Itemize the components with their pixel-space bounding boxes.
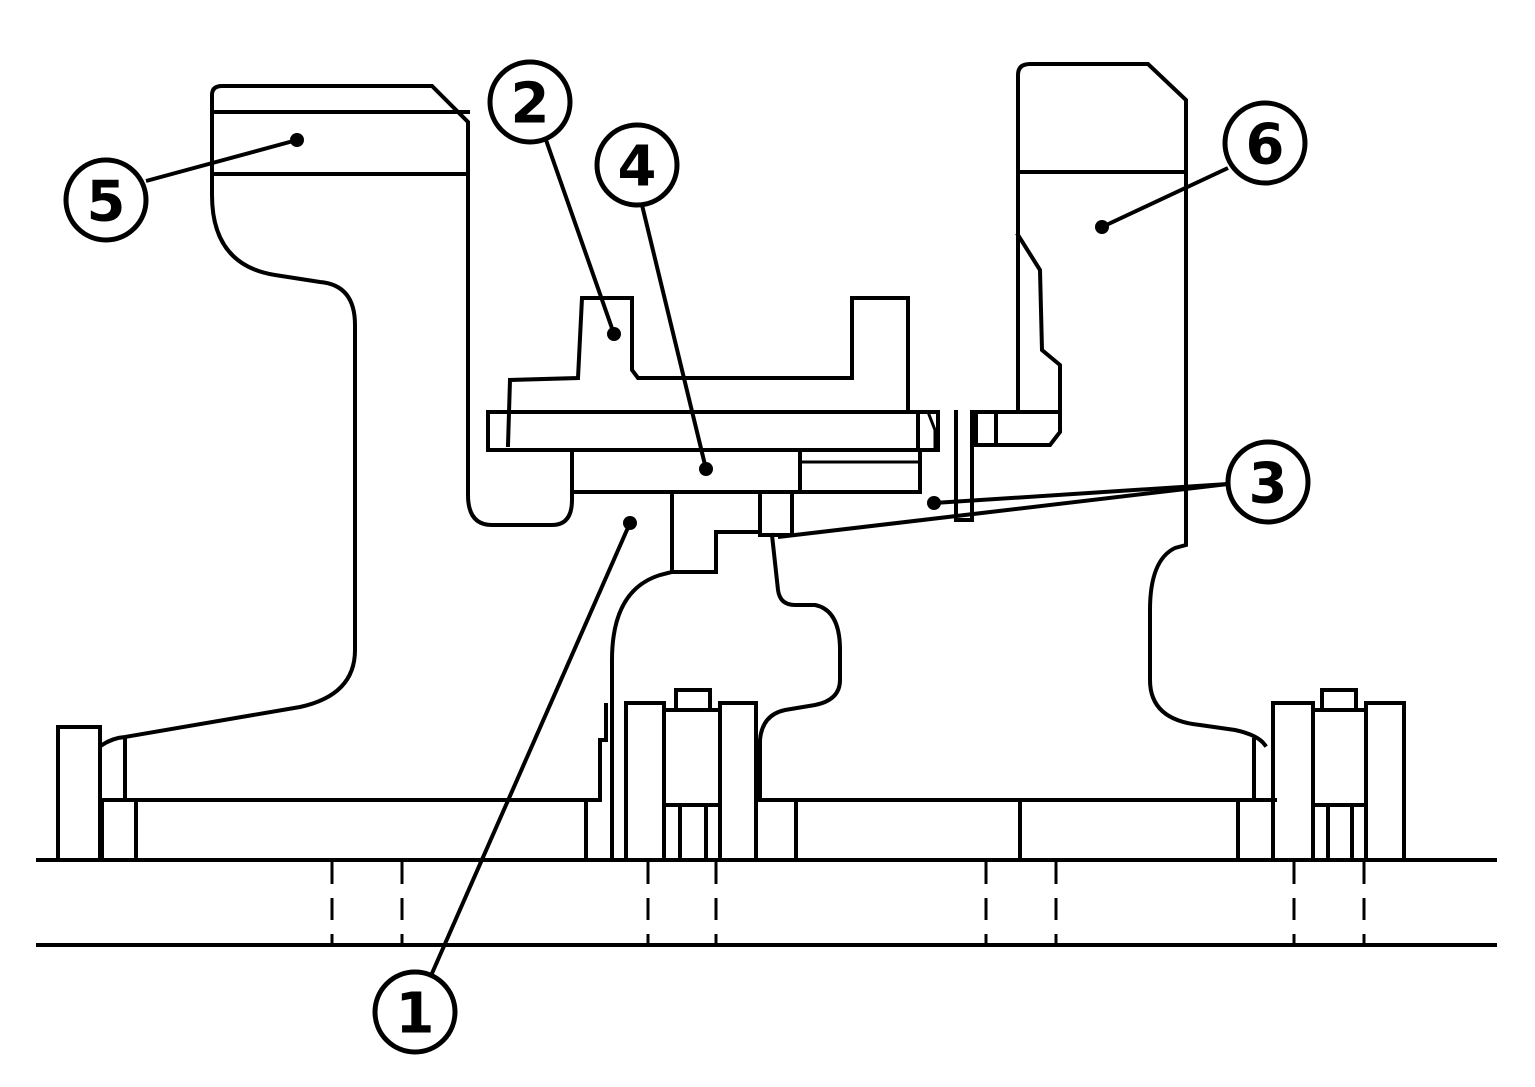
carrier-edge [926, 411, 937, 448]
middle-clamp-jaw-left [624, 701, 666, 862]
leader-5-dot [290, 133, 304, 147]
callout-2-circle [487, 59, 573, 145]
callout-3-label: 3 [1249, 452, 1288, 517]
callout-6: 6 [1222, 100, 1308, 186]
left-clamp-block [56, 725, 127, 862]
pedestal-step [670, 490, 762, 574]
lower-bed [100, 703, 1277, 862]
right-clamp-jaw-right [1364, 701, 1406, 862]
callout-1: 1 [372, 969, 458, 1055]
leaders [145, 133, 1229, 1013]
callout-3-circle [1225, 439, 1311, 525]
table-carrier-part-4 [486, 410, 940, 494]
support-pedestal-part-1 [610, 490, 842, 802]
callout-5-circle [63, 157, 149, 243]
leader-3-dot [927, 496, 941, 510]
leader-3 [933, 482, 1229, 505]
callout-1-circle [372, 969, 458, 1055]
leader-5 [145, 138, 298, 183]
callout-4-circle [594, 122, 680, 208]
leader-4 [640, 204, 708, 470]
right-column-notch [974, 232, 1062, 447]
right-clamp-cap [1320, 688, 1358, 712]
pedestal-left-outline [610, 490, 674, 707]
right-column-part-6 [974, 62, 1268, 748]
right-clamp-set [1252, 688, 1406, 862]
leader-1 [413, 522, 632, 1013]
leader-6 [1101, 166, 1229, 229]
callout-4-label: 4 [618, 135, 657, 200]
base-plate [36, 858, 1497, 947]
right-clamp-jaw-left [1271, 701, 1315, 862]
callout-6-label: 6 [1246, 113, 1285, 178]
left-column-outline [99, 84, 574, 748]
callout-3: 3 [1225, 439, 1311, 525]
upper-fixture-part-2 [505, 296, 910, 448]
callout-6-circle [1222, 100, 1308, 186]
left-clamp-jaw [56, 725, 102, 862]
callout-4: 4 [594, 122, 680, 208]
right-column-outline [1016, 62, 1268, 748]
callout-5: 5 [63, 157, 149, 243]
upper-fixture-outline [505, 296, 910, 448]
leader-4-dot [699, 462, 713, 476]
callout-5-label: 5 [87, 170, 126, 235]
carrier-lower-body [570, 448, 922, 494]
callout-2-label: 2 [511, 72, 550, 137]
left-column-part-5 [99, 84, 574, 748]
middle-clamp-jaw-right [718, 701, 758, 862]
pin-part-3 [954, 410, 974, 522]
carrier-plate [486, 410, 940, 452]
middle-clamp-cap [674, 688, 712, 712]
leader-6-dot [1095, 220, 1109, 234]
callout-1-label: 1 [396, 982, 435, 1047]
leader-3b [777, 482, 1229, 539]
middle-clamp-set [610, 688, 758, 862]
pedestal-right-outline [758, 532, 842, 802]
pin-outline [954, 410, 974, 522]
leader-2 [544, 139, 616, 335]
leader-1-dot [623, 516, 637, 530]
callout-2: 2 [487, 59, 573, 145]
leader-2-dot [607, 327, 621, 341]
